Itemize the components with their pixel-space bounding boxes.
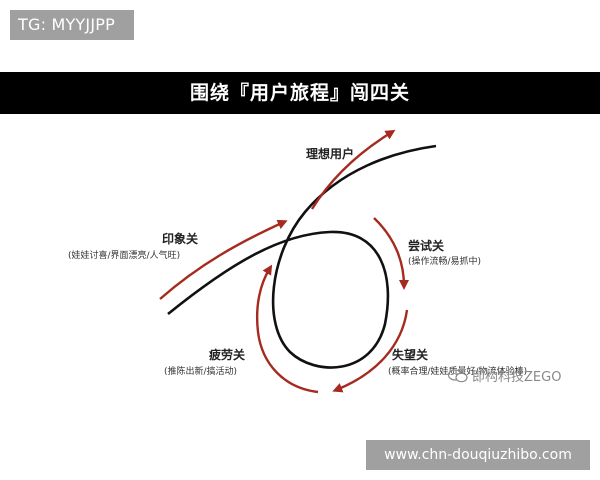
stage-trial-detail: (操作流畅/易抓中): [408, 257, 482, 267]
stage-trial-label: 尝试关: [408, 239, 445, 253]
trial-arrow: [373, 217, 409, 290]
footer-url[interactable]: www.chn-douqiuzhibo.com: [366, 440, 590, 470]
watermark-text: 即构科技ZEGO: [472, 370, 562, 385]
stage-impression-detail: (娃娃讨喜/界面漂亮/人气旺): [68, 251, 181, 261]
watermark: 即构科技ZEGO: [448, 366, 561, 385]
user-journey-diagram: 理想用户 印象关 (娃娃讨喜/界面漂亮/人气旺) 尝试关 (操作流畅/易抓中) …: [0, 114, 600, 408]
stage-disappointment-detail: (概率合理/娃娃质量好/物流体验棒): [388, 367, 528, 377]
stage-fatigue-label: 疲劳关: [209, 348, 246, 362]
disappointment-arrow: [332, 309, 409, 393]
stage-impression-label: 印象关: [162, 232, 199, 246]
stage-fatigue-detail: (推陈出新/搞活动): [164, 367, 238, 377]
stage-disappointment-label: 失望关: [392, 348, 429, 362]
fatigue-arrow: [255, 264, 319, 394]
wechat-icon: [448, 368, 468, 382]
page-title: 围绕『用户旅程』闯四关: [0, 72, 600, 114]
journey-curve: [167, 144, 437, 369]
stage-ideal-label: 理想用户: [306, 147, 355, 161]
impression-arrow: [159, 219, 288, 300]
tg-badge: TG: MYYJJPP: [10, 10, 134, 40]
ideal-arrow: [310, 129, 396, 210]
diagram-canvas: [159, 129, 437, 394]
